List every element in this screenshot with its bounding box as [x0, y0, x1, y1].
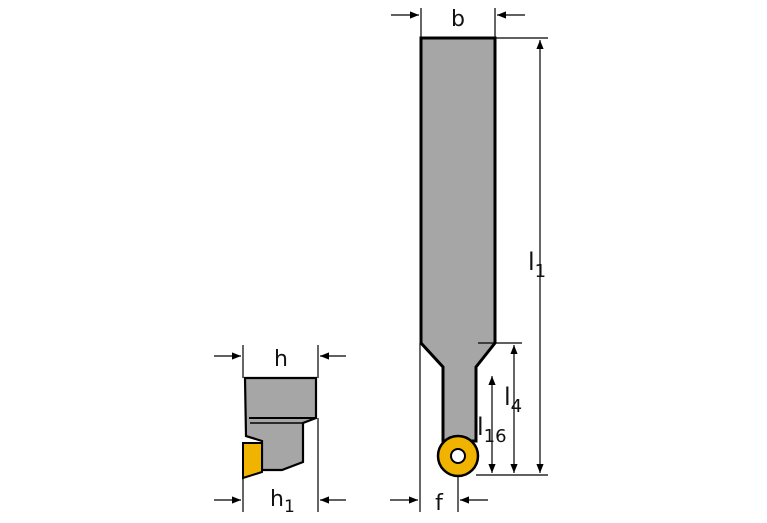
- label-f: f: [435, 491, 444, 516]
- end-view-insert: [242, 442, 263, 480]
- label-h: h: [274, 347, 288, 372]
- label-l4: l4: [504, 383, 522, 417]
- label-h1: h1: [270, 487, 295, 517]
- tool-shank: [419, 36, 497, 443]
- label-l1: l1: [528, 248, 546, 282]
- extension-lines: [419, 8, 548, 512]
- label-b: b: [451, 7, 465, 32]
- side-view: b l1 l4 l16 f: [390, 7, 548, 516]
- end-view-extension-lines: [242, 345, 319, 512]
- label-l16: l16: [477, 413, 507, 447]
- insert-hole: [450, 448, 466, 464]
- end-view: h h1: [214, 345, 346, 517]
